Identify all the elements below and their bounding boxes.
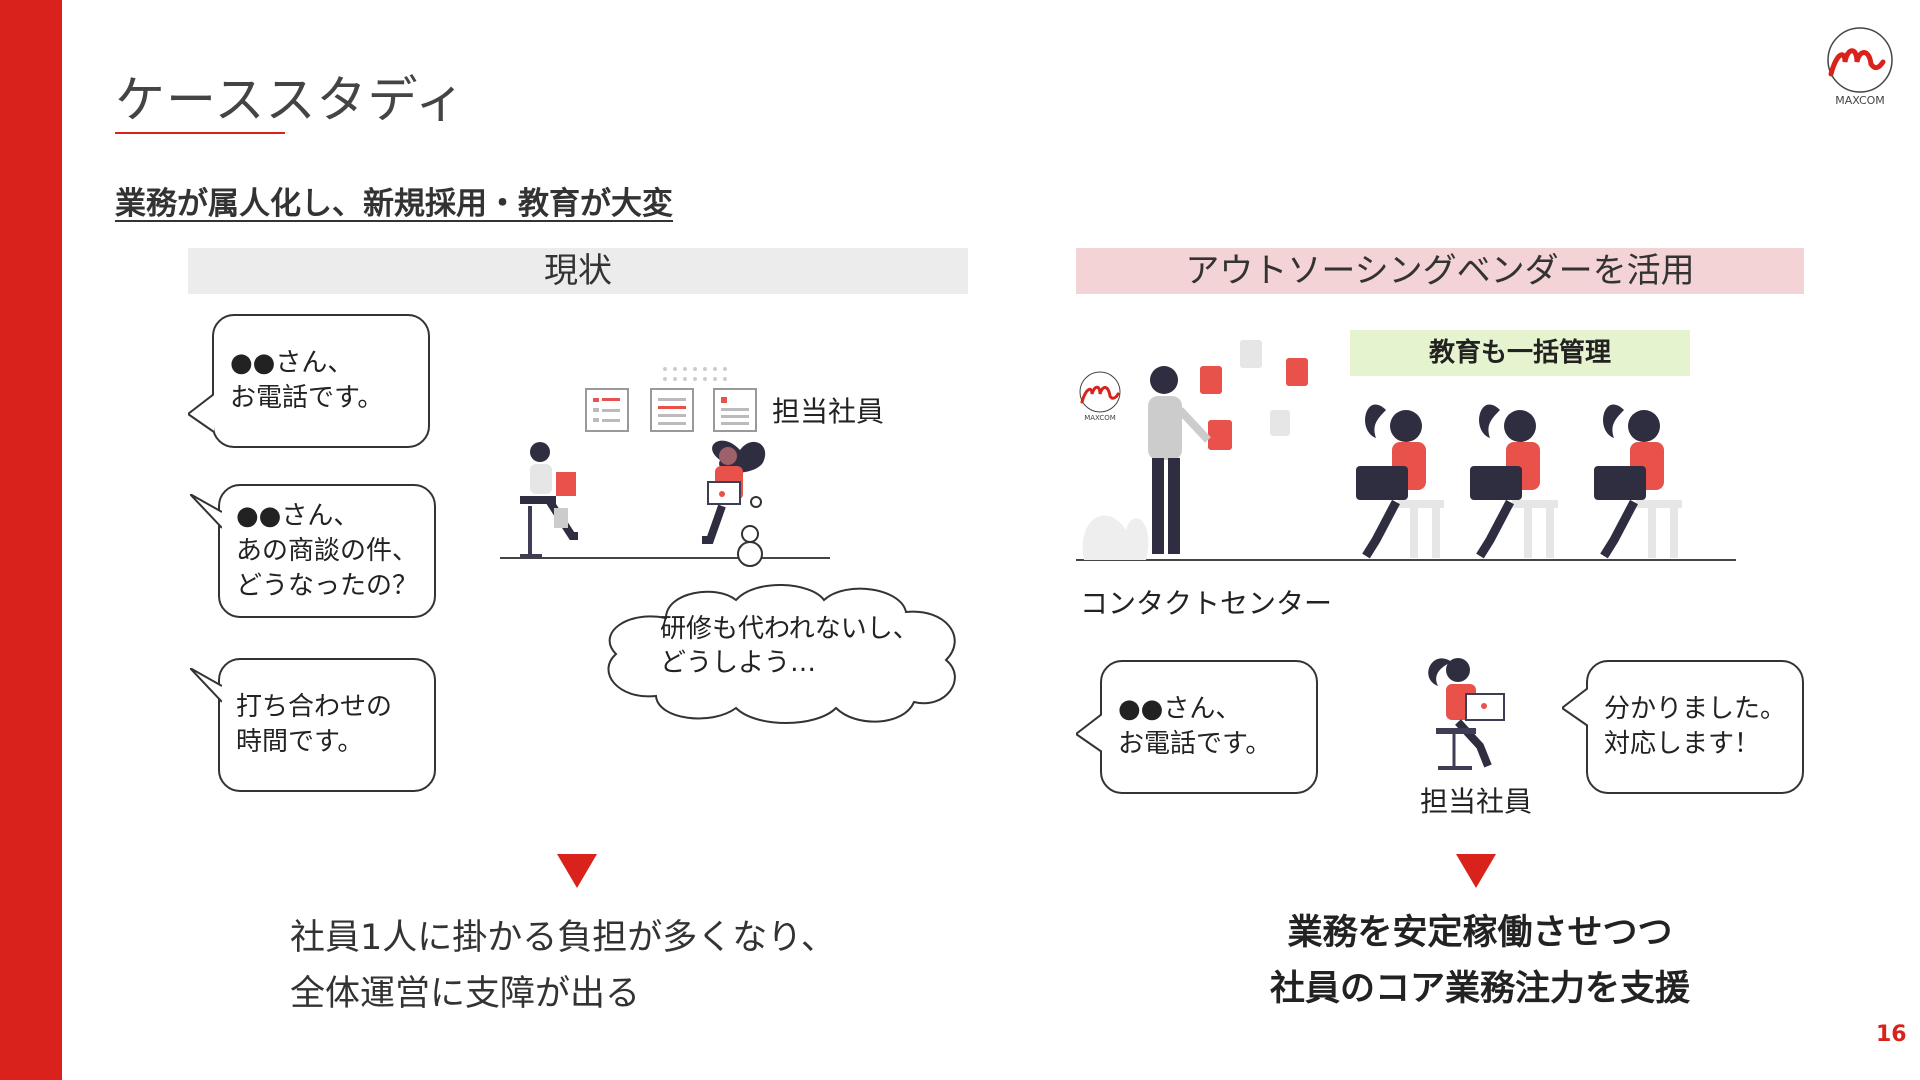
speech-bubble-1: ●●さん、 お電話です。	[188, 314, 430, 448]
cloud-line2: どうしよう…	[660, 648, 817, 678]
bubble-right-1-line1: ●●さん、	[1118, 694, 1242, 724]
bubble-1-line1: ●●さん、	[230, 348, 354, 378]
subheading: 業務が属人化し、新規採用・教育が大変	[115, 186, 673, 222]
document-icon	[585, 388, 629, 436]
logo-text: MAXCOM	[1835, 94, 1885, 107]
document-icon	[650, 388, 694, 436]
staff-label-right: 担当社員	[1420, 785, 1533, 818]
conclusion-outsourcing-line2: 社員のコア業務注力を支援	[1269, 969, 1690, 1009]
accent-sidebar	[0, 0, 62, 1080]
bubble-right-2-line2: 対応します！	[1604, 729, 1761, 759]
staff-at-desk-illustration	[1418, 648, 1528, 778]
education-tag: 教育も一括管理	[1350, 330, 1690, 376]
speech-bubble-2: ●●さん、 あの商談の件、 どうなったの？	[190, 484, 436, 618]
down-triangle-icon	[557, 854, 597, 888]
page-number: 16	[1876, 1022, 1907, 1047]
conclusion-current: 社員1人に掛かる負担が多くなり、 全体運営に支障が出る	[290, 910, 836, 1022]
thought-cloud: 研修も代われないし、 どうしよう…	[596, 578, 972, 728]
title-underline	[115, 132, 285, 134]
conclusion-outsourcing: 業務を安定稼働させつつ 社員のコア業務注力を支援	[1210, 905, 1750, 1017]
panel-header-current: 現状	[188, 248, 968, 294]
speech-bubble-right-1: ●●さん、 お電話です。	[1076, 660, 1318, 794]
person-illustration	[500, 430, 840, 574]
bubble-right-2-line1: 分かりました。	[1604, 694, 1787, 724]
bubble-2-line3: どうなったの？	[236, 570, 419, 601]
operator-2	[1470, 404, 1558, 559]
conclusion-outsourcing-line1: 業務を安定稼働させつつ	[1287, 913, 1673, 953]
panel-header-outsourcing: アウトソーシングベンダーを活用	[1076, 248, 1804, 294]
speech-bubble-3: 打ち合わせの 時間です。	[190, 658, 436, 792]
bubble-3-line2: 時間です。	[236, 727, 364, 757]
maxcom-logo: MAXCOM	[1815, 22, 1905, 112]
cloud-line1: 研修も代われないし、	[660, 614, 919, 644]
bubble-2-line1: ●●さん、	[236, 500, 360, 531]
bubble-3-line1: 打ち合わせの	[236, 692, 393, 722]
contact-center-label: コンタクトセンター	[1080, 587, 1333, 620]
operator-1	[1356, 404, 1444, 559]
conclusion-current-line2: 全体運営に支障が出る	[290, 974, 641, 1014]
bubble-1-line2: お電話です。	[230, 383, 384, 413]
dot-pattern	[660, 364, 740, 388]
small-logo-text: MAXCOM	[1084, 414, 1116, 422]
speech-bubble-right-2: 分かりました。 対応します！	[1562, 660, 1804, 794]
operator-3	[1594, 404, 1682, 559]
document-icon	[713, 388, 757, 436]
down-triangle-icon	[1456, 854, 1496, 888]
slide-title: ケーススタディ	[115, 71, 466, 129]
bubble-right-1-line2: お電話です。	[1118, 729, 1272, 759]
bubble-2-line2: あの商談の件、	[236, 535, 419, 566]
maxcom-small-logo: MAXCOM	[1072, 370, 1128, 430]
contact-center-illustration	[1076, 330, 1736, 566]
staff-label-left: 担当社員	[772, 395, 885, 428]
conclusion-current-line1: 社員1人に掛かる負担が多くなり、	[290, 918, 836, 958]
